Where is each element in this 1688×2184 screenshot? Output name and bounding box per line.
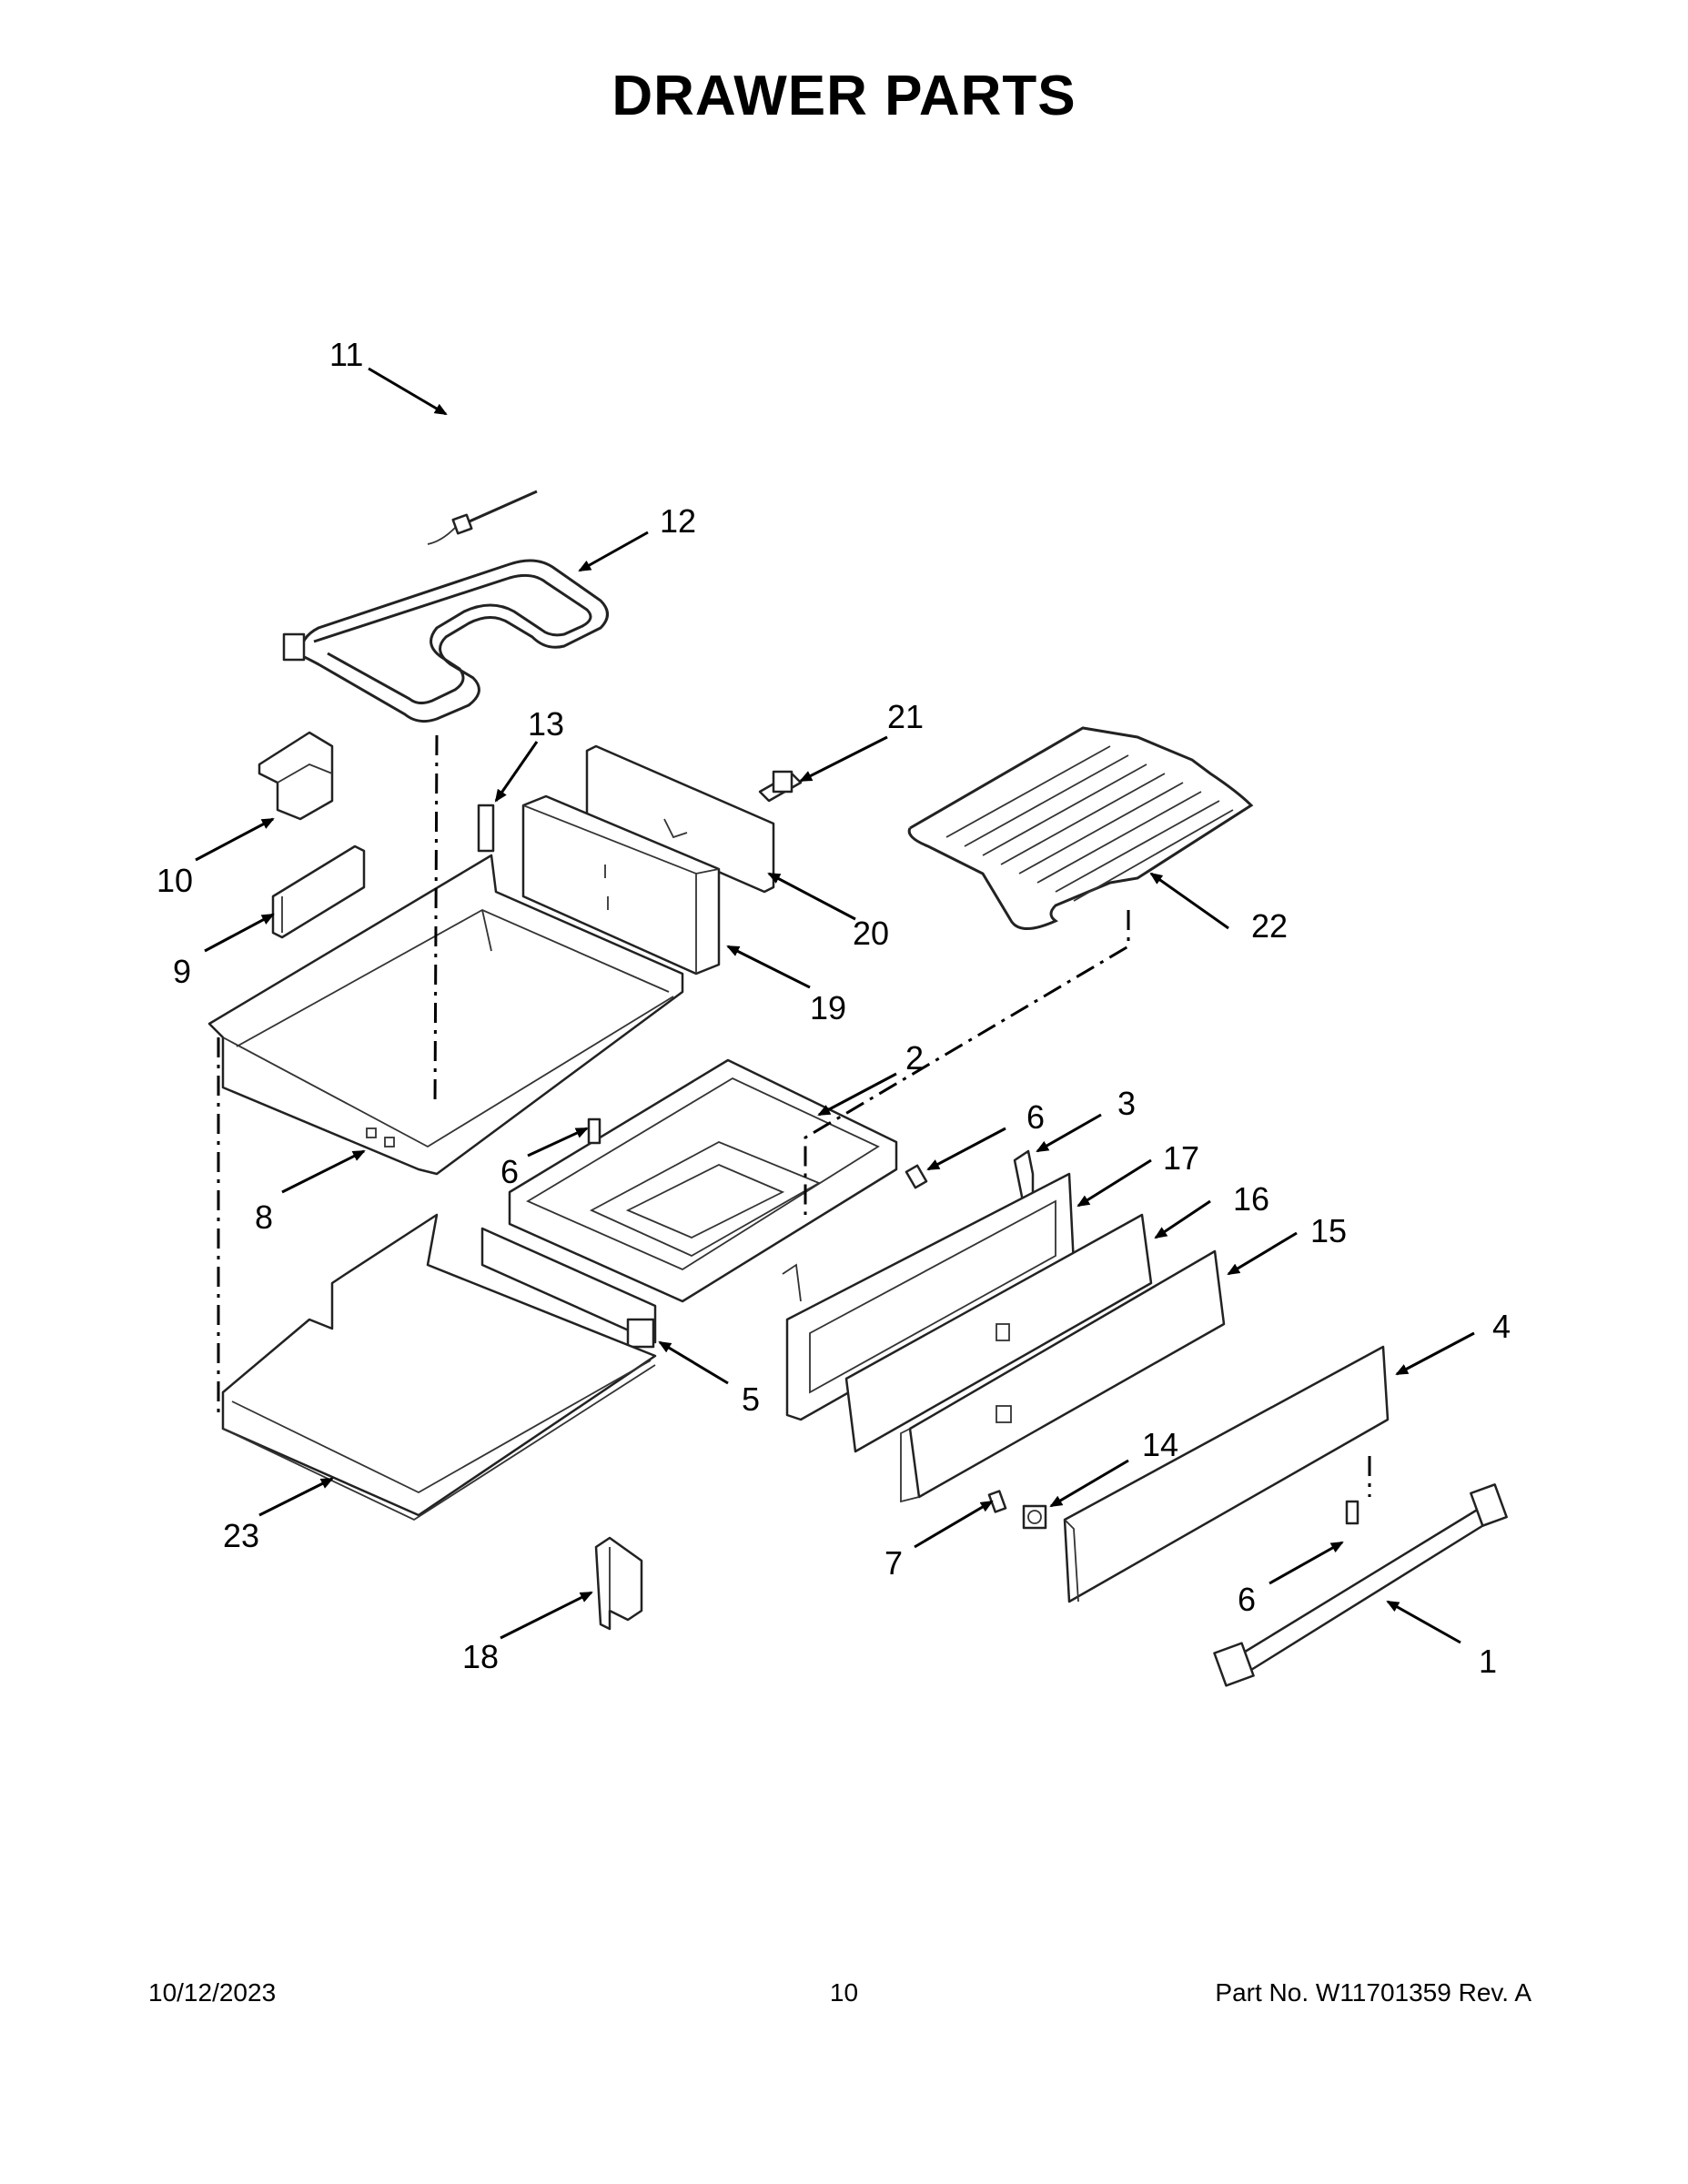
- housing-8-part: [207, 854, 684, 1176]
- panel-15-part: [900, 1249, 1226, 1503]
- callout-6c: 6: [1238, 1581, 1256, 1618]
- leader-arrow-6c: [1269, 1541, 1344, 1585]
- slide-5-part: [480, 1227, 657, 1349]
- leader-arrow-3: [1036, 1113, 1102, 1153]
- leader-arrow-17: [1076, 1158, 1152, 1208]
- callout-1: 1: [1479, 1643, 1497, 1680]
- leader-arrow-9: [204, 913, 275, 953]
- leader-arrow-11: [368, 367, 448, 416]
- leader-arrow-6a: [527, 1127, 589, 1158]
- leader-arrow-18: [500, 1591, 593, 1640]
- leader-arrow-6b: [926, 1127, 1006, 1171]
- callout-2: 2: [905, 1039, 924, 1077]
- leader-arrow-7: [914, 1500, 994, 1549]
- insulation-19-part: [521, 794, 721, 976]
- leader-arrow-14: [1049, 1459, 1129, 1508]
- bracket-10-part: [258, 731, 334, 821]
- leader-arrow-15: [1227, 1231, 1298, 1276]
- leader-arrow-2: [817, 1072, 897, 1117]
- callout-10: 10: [157, 862, 193, 899]
- callout-6b: 6: [1026, 1098, 1045, 1136]
- drawer-2-part: [508, 1058, 898, 1303]
- callout-12: 12: [660, 502, 696, 540]
- leader-arrow-5: [658, 1340, 729, 1385]
- leader-arrow-12: [578, 531, 649, 572]
- leader-arrow-8: [281, 1149, 366, 1194]
- leader-arrow-20: [767, 872, 856, 921]
- callout-14: 14: [1142, 1426, 1178, 1463]
- callout-17: 17: [1163, 1139, 1199, 1177]
- callout-8: 8: [255, 1198, 273, 1236]
- screw-6a-part: [587, 1117, 601, 1145]
- panel-16-part: [844, 1213, 1153, 1453]
- leader-arrow-10: [195, 817, 275, 862]
- leader-arrow-1: [1386, 1600, 1461, 1644]
- handle-1-part: [1213, 1483, 1508, 1687]
- leader-arrow-19: [726, 945, 811, 989]
- tray-23-part: [221, 1213, 657, 1522]
- outer-door-4-part: [1063, 1345, 1390, 1603]
- callout-20: 20: [853, 915, 889, 952]
- screw-6b-part: [905, 1164, 928, 1189]
- callout-21: 21: [887, 698, 924, 735]
- callout-9: 9: [173, 953, 191, 990]
- footer-part-number: Part No. W11701359 Rev. A: [1215, 1978, 1531, 2007]
- callout-18: 18: [462, 1638, 499, 1675]
- callout-23: 23: [223, 1517, 259, 1554]
- callout-3: 3: [1117, 1085, 1136, 1122]
- clip-13-part: [477, 804, 495, 853]
- callout-7: 7: [884, 1544, 903, 1582]
- callout-15: 15: [1310, 1212, 1347, 1249]
- connector-21-part: [758, 770, 803, 803]
- leader-arrow-4: [1395, 1331, 1475, 1376]
- leader-arrow-22: [1149, 872, 1229, 930]
- leader-arrow-21: [799, 735, 888, 783]
- footer-date: 10/12/2023: [148, 1978, 277, 2007]
- page-title: DRAWER PARTS: [612, 65, 1076, 127]
- sensor-part: [427, 490, 538, 545]
- bracket-18-part: [594, 1536, 643, 1631]
- screw-6c-part: [1345, 1500, 1359, 1525]
- leader-arrow-16: [1154, 1199, 1211, 1239]
- alignment-line-element: [433, 734, 439, 1107]
- callout-22: 22: [1251, 907, 1288, 945]
- callout-4: 4: [1492, 1308, 1511, 1345]
- callout-16: 16: [1233, 1180, 1269, 1218]
- bracket-9-part: [271, 844, 366, 939]
- heating-element-part: [282, 559, 609, 723]
- callout-6a: 6: [500, 1153, 519, 1190]
- alignment-line-rack: [804, 910, 1130, 1215]
- footer-page-number: 10: [829, 1978, 859, 2007]
- leader-arrow-23: [258, 1477, 334, 1517]
- washer-14-part: [1022, 1504, 1047, 1530]
- callout-5: 5: [742, 1380, 760, 1418]
- rack-22-part: [907, 726, 1254, 930]
- leader-arrow-13: [494, 741, 539, 803]
- callout-11: 11: [329, 336, 363, 373]
- callout-19: 19: [810, 989, 846, 1026]
- callout-13: 13: [528, 705, 564, 743]
